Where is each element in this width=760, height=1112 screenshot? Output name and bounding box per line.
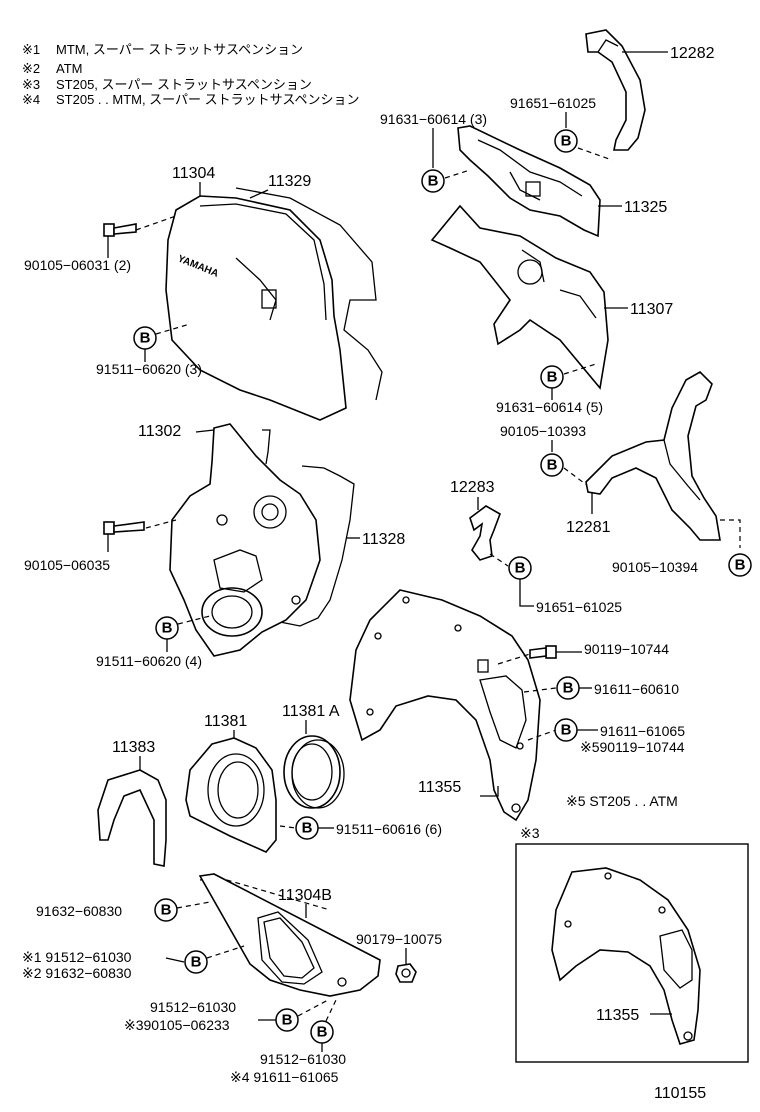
bolt-marker-b-label: B (161, 902, 172, 919)
diagram-id: 110155 (654, 1085, 706, 1102)
bolt-marker-b (275, 1008, 299, 1032)
bolt-drawing (103, 521, 145, 535)
part-11307-drawing (430, 204, 609, 390)
note-1-text: MTM, スーパー ストラットサスペンション (56, 42, 303, 57)
bolt-marker-b-label: B (162, 620, 173, 637)
label-90119-10744-note5: ※590119−10744 (580, 739, 685, 755)
label-91511-60620-4: 91511−60620 (4) (96, 653, 202, 669)
label-90105-06031-2: 90105−06031 (2) (24, 257, 131, 273)
label-91611-61065: 91611−61065 (600, 723, 685, 739)
notes-legend: ※1 MTM, スーパー ストラットサスペンション ※2 ATM ※3 ST20… (22, 42, 360, 107)
label-11383: 11383 (112, 739, 155, 756)
label-91632-60830-note2: ※2 91632−60830 (22, 965, 132, 981)
label-11302: 11302 (138, 423, 181, 440)
label-11328: 11328 (362, 531, 405, 548)
label-91511-60616-6: 91511−60616 (6) (336, 821, 442, 837)
label-11304b: 11304B (278, 887, 332, 904)
variant-box-st205 (515, 843, 749, 1063)
label-90105-10393: 90105−10393 (500, 423, 586, 439)
label-11381: 11381 (204, 713, 247, 730)
label-91632-60830-top: 91632−60830 (36, 903, 122, 919)
bolt-marker-b-label: B (302, 820, 313, 837)
label-91512-61030-note1: ※1 91512−61030 (22, 949, 132, 965)
bolt-marker-b-label: B (282, 1012, 293, 1029)
note-4-mark: ※4 (22, 92, 40, 107)
note-4-text: ST205 . . MTM, スーパー ストラットサスペンション (56, 92, 360, 107)
variant-box-mark: ※3 (520, 825, 540, 841)
part-12281-drawing (585, 371, 721, 541)
label-12283: 12283 (450, 479, 495, 496)
label-12281: 12281 (566, 519, 611, 536)
part-11381a-drawing (283, 735, 345, 809)
label-90105-06035: 90105−06035 (24, 557, 110, 573)
bolt-marker-b-label: B (561, 133, 572, 150)
label-11307: 11307 (630, 301, 673, 318)
bolt-marker-b-label: B (140, 330, 151, 347)
label-11304: 11304 (172, 165, 215, 182)
label-90105-06233-note3: ※390105−06233 (124, 1017, 230, 1033)
note-2-text: ATM (56, 61, 82, 76)
bolt-marker-b (421, 169, 445, 193)
bolt-marker-b-label: B (317, 1024, 328, 1041)
bolt-marker-b-label: B (563, 680, 574, 697)
label-90119-10744: 90119−10744 (584, 641, 669, 657)
part-11304b-drawing (198, 873, 381, 997)
label-91611-61065-note4: ※4 91611−61065 (230, 1069, 339, 1085)
label-12282: 12282 (670, 45, 715, 62)
part-12283-drawing (469, 505, 501, 561)
part-11383-drawing (97, 769, 167, 867)
label-11381a: 11381 A (282, 703, 340, 720)
note-3-mark: ※3 (22, 77, 40, 92)
part-11328-drawing (279, 465, 355, 627)
label-90105-10394: 90105−10394 (612, 559, 698, 575)
bolt-drawing (103, 223, 137, 237)
note-2-mark: ※2 (22, 61, 40, 76)
bolt-marker-b-label: B (547, 369, 558, 386)
label-11355-main: 11355 (418, 779, 461, 796)
bolt-marker-b (154, 898, 178, 922)
label-91511-60620-3: 91511−60620 (3) (96, 361, 202, 377)
bolt-marker-b-label: B (561, 722, 572, 739)
bolt-marker-b-label: B (191, 954, 202, 971)
bolt-marker-b-label: B (428, 173, 439, 190)
label-11355-variant: 11355 (596, 1007, 639, 1024)
bolt-marker-b (184, 950, 208, 974)
bolt-drawing (529, 645, 557, 659)
part-11355-variant-drawing (551, 867, 701, 1045)
label-91651-61025-mid: 91651−61025 (536, 599, 622, 615)
label-91631-60614-5: 91631−60614 (5) (496, 399, 603, 415)
note-5: ※5 ST205 . . ATM (566, 793, 678, 809)
label-90179-10075: 90179−10075 (356, 931, 442, 947)
bolt-marker-b-label: B (515, 560, 526, 577)
part-11304-drawing: YAMAHA (165, 187, 383, 421)
bolt-marker-b-label: B (547, 457, 558, 474)
note-3-text: ST205, スーパー ストラットサスペンション (56, 77, 312, 92)
bolt-marker-b (554, 129, 578, 153)
bolt-marker-b (728, 553, 752, 577)
label-91512-61030-bottom: 91512−61030 (260, 1051, 346, 1067)
part-11381-drawing (185, 737, 277, 853)
label-91631-60614-3: 91631−60614 (3) (380, 111, 487, 127)
label-11325: 11325 (624, 199, 667, 216)
part-11355-drawing (349, 589, 541, 822)
part-11302-drawing (169, 423, 321, 657)
note-1-mark: ※1 (22, 42, 40, 57)
label-91611-60610: 91611−60610 (594, 681, 679, 697)
bolt-marker-b-label: B (735, 557, 746, 574)
nut-drawing (395, 963, 417, 983)
part-12282-drawing (585, 29, 646, 151)
label-91651-61025-top: 91651−61025 (510, 95, 596, 111)
label-91512-61030-mid: 91512−61030 (150, 999, 236, 1015)
part-11325-drawing (457, 125, 601, 238)
label-11329: 11329 (268, 173, 311, 190)
bolt-marker-b (540, 453, 564, 477)
